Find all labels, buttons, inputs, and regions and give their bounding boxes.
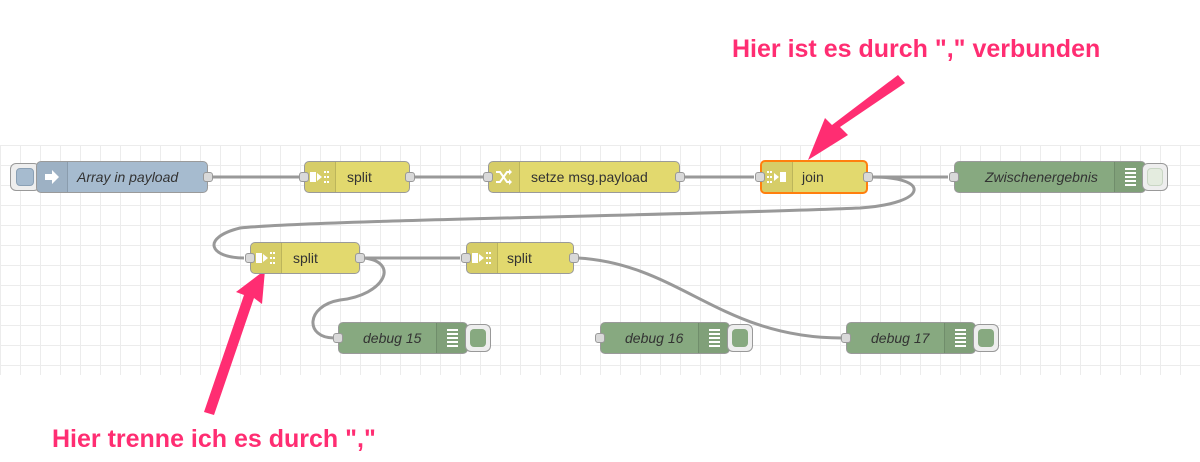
debug-17-toggle[interactable] <box>973 324 999 352</box>
node-debug-15-label: debug 15 <box>363 330 422 346</box>
split-2-output-port[interactable] <box>355 253 365 263</box>
join-output-port[interactable] <box>863 172 873 182</box>
join-input-port[interactable] <box>755 172 765 182</box>
debug-list-icon <box>944 323 975 353</box>
split-icon <box>467 243 498 273</box>
debug-list-icon <box>1114 162 1145 192</box>
node-split-2-label: split <box>293 250 318 266</box>
node-split-3[interactable]: split <box>466 242 574 274</box>
node-join-label: join <box>802 169 824 185</box>
node-debug-16-label: debug 16 <box>625 330 684 346</box>
node-split-1[interactable]: split <box>304 161 410 193</box>
node-split-2[interactable]: split <box>250 242 360 274</box>
shuffle-icon <box>489 162 520 192</box>
arrow-in-icon <box>37 162 68 192</box>
split-icon <box>305 162 336 192</box>
node-debug-17[interactable]: debug 17 <box>846 322 976 354</box>
split-3-output-port[interactable] <box>569 253 579 263</box>
node-debug-17-label: debug 17 <box>871 330 930 346</box>
wire-split2-debug15[interactable] <box>311 256 386 340</box>
annotation-split-note: Hier trenne ich es durch "," <box>52 425 376 453</box>
debug-15-input-port[interactable] <box>333 333 343 343</box>
node-inject[interactable]: Array in payload <box>36 161 208 193</box>
inject-output-port[interactable] <box>203 172 213 182</box>
node-join[interactable]: join <box>760 160 868 194</box>
debug-list-icon <box>436 323 467 353</box>
inject-trigger-button[interactable] <box>10 163 40 191</box>
debug-list-icon <box>698 323 729 353</box>
change-input-port[interactable] <box>483 172 493 182</box>
wire-split3-debug17[interactable] <box>577 256 843 340</box>
split-1-output-port[interactable] <box>405 172 415 182</box>
node-debug-zwischenergebnis[interactable]: Zwischenergebnis <box>954 161 1146 193</box>
debug-16-toggle[interactable] <box>727 324 753 352</box>
split-2-input-port[interactable] <box>245 253 255 263</box>
node-change[interactable]: setze msg.payload <box>488 161 680 193</box>
node-change-label: setze msg.payload <box>531 169 648 185</box>
annotation-arrows <box>204 75 905 415</box>
join-icon <box>762 162 793 192</box>
arrow-to-split <box>204 270 265 415</box>
arrow-to-join <box>808 75 905 160</box>
node-debug-15[interactable]: debug 15 <box>338 322 468 354</box>
debug-15-toggle[interactable] <box>465 324 491 352</box>
debug-zwischenergebnis-toggle[interactable] <box>1142 163 1168 191</box>
annotation-join-note: Hier ist es durch "," verbunden <box>732 35 1101 63</box>
change-output-port[interactable] <box>675 172 685 182</box>
node-split-1-label: split <box>347 169 372 185</box>
node-inject-label: Array in payload <box>77 169 179 185</box>
split-1-input-port[interactable] <box>299 172 309 182</box>
debug-17-input-port[interactable] <box>841 333 851 343</box>
split-icon <box>251 243 282 273</box>
wire-join-split2[interactable] <box>212 175 916 260</box>
debug-zwischenergebnis-input-port[interactable] <box>949 172 959 182</box>
node-debug-16[interactable]: debug 16 <box>600 322 730 354</box>
debug-16-input-port[interactable] <box>595 333 605 343</box>
node-split-3-label: split <box>507 250 532 266</box>
node-debug-zwischenergebnis-label: Zwischenergebnis <box>985 169 1098 185</box>
split-3-input-port[interactable] <box>461 253 471 263</box>
